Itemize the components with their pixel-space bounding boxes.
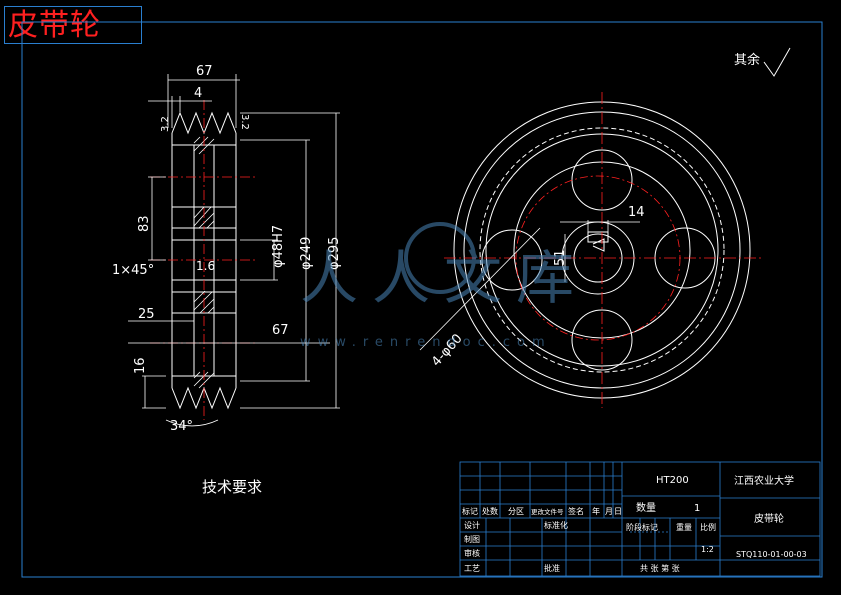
keyway-mark (592, 238, 605, 252)
quantity-label: 数量 (636, 501, 656, 514)
dim-groove-angle: 34° (170, 419, 193, 434)
rev-col-day: 日 (614, 507, 622, 516)
dim-groove-depth-left: 3.2 (160, 116, 171, 132)
dim-chamfer: 1×45° (112, 263, 154, 278)
rim-circle-3 (479, 127, 725, 373)
label-process: 工艺 (464, 564, 480, 573)
rev-col-doc: 更改文件号 (531, 507, 564, 516)
watermark-brand: 人人文库 (300, 244, 588, 312)
drawing-number: STQ110-01-00-03 (736, 550, 807, 559)
dim-pitch-dia: φ249 (299, 237, 314, 270)
rev-col-mark: 标记 (462, 506, 478, 516)
outer-frame (21, 21, 823, 578)
hole-left (481, 229, 543, 291)
stage-mark: 阶段标记 (626, 522, 658, 532)
label-design: 设计 (464, 520, 480, 530)
drawing-title-box: 皮带轮 (4, 6, 142, 44)
label-drafting: 制图 (464, 534, 480, 544)
dim-bore: φ48H7 (271, 225, 286, 268)
label-approve: 批准 (544, 563, 560, 573)
part-name: 皮带轮 (754, 512, 784, 525)
dim-outer-dia: φ295 (327, 237, 342, 270)
section-hatching (193, 136, 215, 389)
front-dimension-lines (419, 220, 640, 351)
dim-inner-roughness: 1.6 (196, 259, 215, 273)
rev-col-count: 处数 (482, 506, 498, 516)
dim-overall-width: 67 (196, 64, 213, 79)
watermark: 人人文库 www.renrendoc.com (300, 222, 588, 350)
tech-requirements: 技术要求 (202, 478, 262, 496)
title-block-grid (459, 461, 821, 577)
material: HT200 (656, 475, 689, 486)
dim-web-width: 25 (138, 307, 155, 322)
quantity-value: 1 (694, 503, 700, 514)
dim-groove-depth-right: 3.2 (239, 114, 250, 130)
school-name: 江西农业大学 (734, 474, 794, 487)
dim-hub-height: 83 (137, 215, 152, 232)
rev-col-sign: 签名 (568, 506, 584, 516)
dim-groove-offset: 4 (194, 86, 202, 101)
rev-col-zone: 分区 (508, 507, 524, 516)
dim-keyway-width: 14 (628, 205, 645, 220)
weight-label: 重量 (676, 522, 692, 532)
watermark-logo-icon (404, 222, 476, 294)
roughness-note: 其余 (734, 52, 760, 68)
rev-col-year: 年 (592, 506, 600, 516)
hole-bottom (571, 309, 633, 371)
front-centerlines (444, 92, 762, 408)
dimension-lines (128, 74, 340, 427)
dim-keyway-depth: 51 (553, 249, 568, 266)
scale-value: 1:2 (701, 545, 714, 554)
rev-col-month: 月 (605, 507, 613, 516)
dim-bottom-width: 67 (272, 323, 289, 338)
label-review: 审核 (464, 548, 480, 558)
drawing-title: 皮带轮 (8, 8, 101, 43)
sheets: 共 张 第 张 (640, 563, 680, 573)
dim-groove-pitch: 16 (133, 357, 148, 374)
scale-label: 比例 (700, 522, 716, 532)
roughness-symbol (763, 47, 791, 77)
watermark-url: www.renrendoc.com (300, 335, 552, 350)
label-standardize: 标准化 (544, 520, 568, 530)
